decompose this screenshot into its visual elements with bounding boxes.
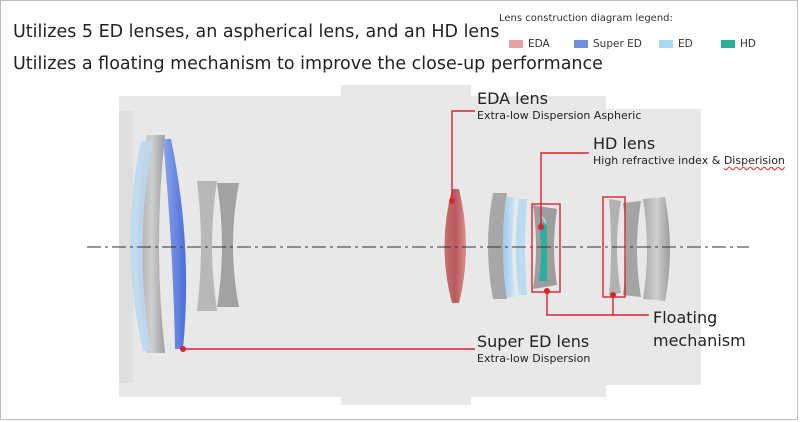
legend-swatch-ed — [659, 40, 673, 48]
legend-swatch-eda — [509, 40, 523, 48]
floating-mechanism-line2: mechanism — [653, 331, 746, 350]
floating-callout-dot-1 — [544, 288, 550, 294]
eda-lens-subtitle: Extra-low Dispersion Aspheric — [477, 109, 642, 122]
super-ed-lens — [163, 139, 187, 349]
eda-lens-title: EDA lens — [477, 89, 548, 108]
eda-lens — [444, 189, 466, 303]
super-ed-lens-callout: Super ED lens Extra-low Dispersion — [477, 332, 590, 365]
second-group-lens-b — [217, 183, 239, 307]
legend-label-hd: HD — [740, 38, 756, 50]
hd-lens-title: HD lens — [593, 134, 656, 153]
hd-group-ed-lens — [541, 215, 547, 226]
hd-lens-subtitle-misspelled: Disperision — [723, 154, 785, 167]
hd-lens — [539, 223, 547, 281]
floating-callout-line — [546, 291, 649, 316]
legend: Lens construction diagram legend: EDA Su… — [499, 13, 794, 59]
legend-label-eda: EDA — [528, 38, 550, 50]
super-ed-lens-subtitle: Extra-low Dispersion — [477, 352, 591, 365]
eda-callout-dot — [449, 198, 455, 204]
floating-lens-2 — [623, 201, 641, 297]
legend-label-ed: ED — [678, 38, 693, 50]
floating-callout-dot-2 — [610, 292, 616, 298]
hd-lens-subtitle: High refractive index & Disperision — [593, 154, 785, 167]
hd-lens-callout: HD lens High refractive index & Disperis… — [593, 134, 785, 167]
legend-title: Lens construction diagram legend: — [499, 13, 673, 24]
legend-item-ed: ED — [659, 37, 693, 51]
super-ed-lens-title: Super ED lens — [477, 332, 590, 351]
legend-swatch-hd — [721, 40, 735, 48]
eda-lens-callout: EDA lens Extra-low Dispersion Aspheric — [477, 89, 641, 122]
headline-lens-elements: Utilizes 5 ED lenses, an aspherical lens… — [13, 22, 500, 42]
legend-item-hd: HD — [721, 37, 756, 51]
legend-label-super-ed: Super ED — [593, 38, 642, 50]
legend-swatch-super-ed — [574, 40, 588, 48]
lens-barrel — [119, 85, 701, 405]
eda-callout-line — [451, 110, 475, 201]
floating-mechanism-callout: Floating mechanism — [653, 306, 746, 352]
second-group-lens-a — [197, 181, 217, 311]
front-ed-lens — [130, 141, 153, 351]
hd-callout-line — [540, 152, 589, 227]
hd-lens-subtitle-main: High refractive index & — [593, 154, 724, 167]
floating-lens-3 — [643, 197, 670, 301]
rear-ed-lens-1 — [503, 197, 515, 297]
floating-mechanism-line1: Floating — [653, 308, 718, 327]
super-ed-callout-dot — [180, 346, 186, 352]
hd-callout-dot — [538, 224, 544, 230]
headline-floating-mechanism: Utilizes a floating mechanism to improve… — [13, 54, 603, 74]
legend-item-super-ed: Super ED — [574, 37, 642, 51]
rear-grey-lens — [488, 193, 507, 299]
legend-item-eda: EDA — [509, 37, 550, 51]
